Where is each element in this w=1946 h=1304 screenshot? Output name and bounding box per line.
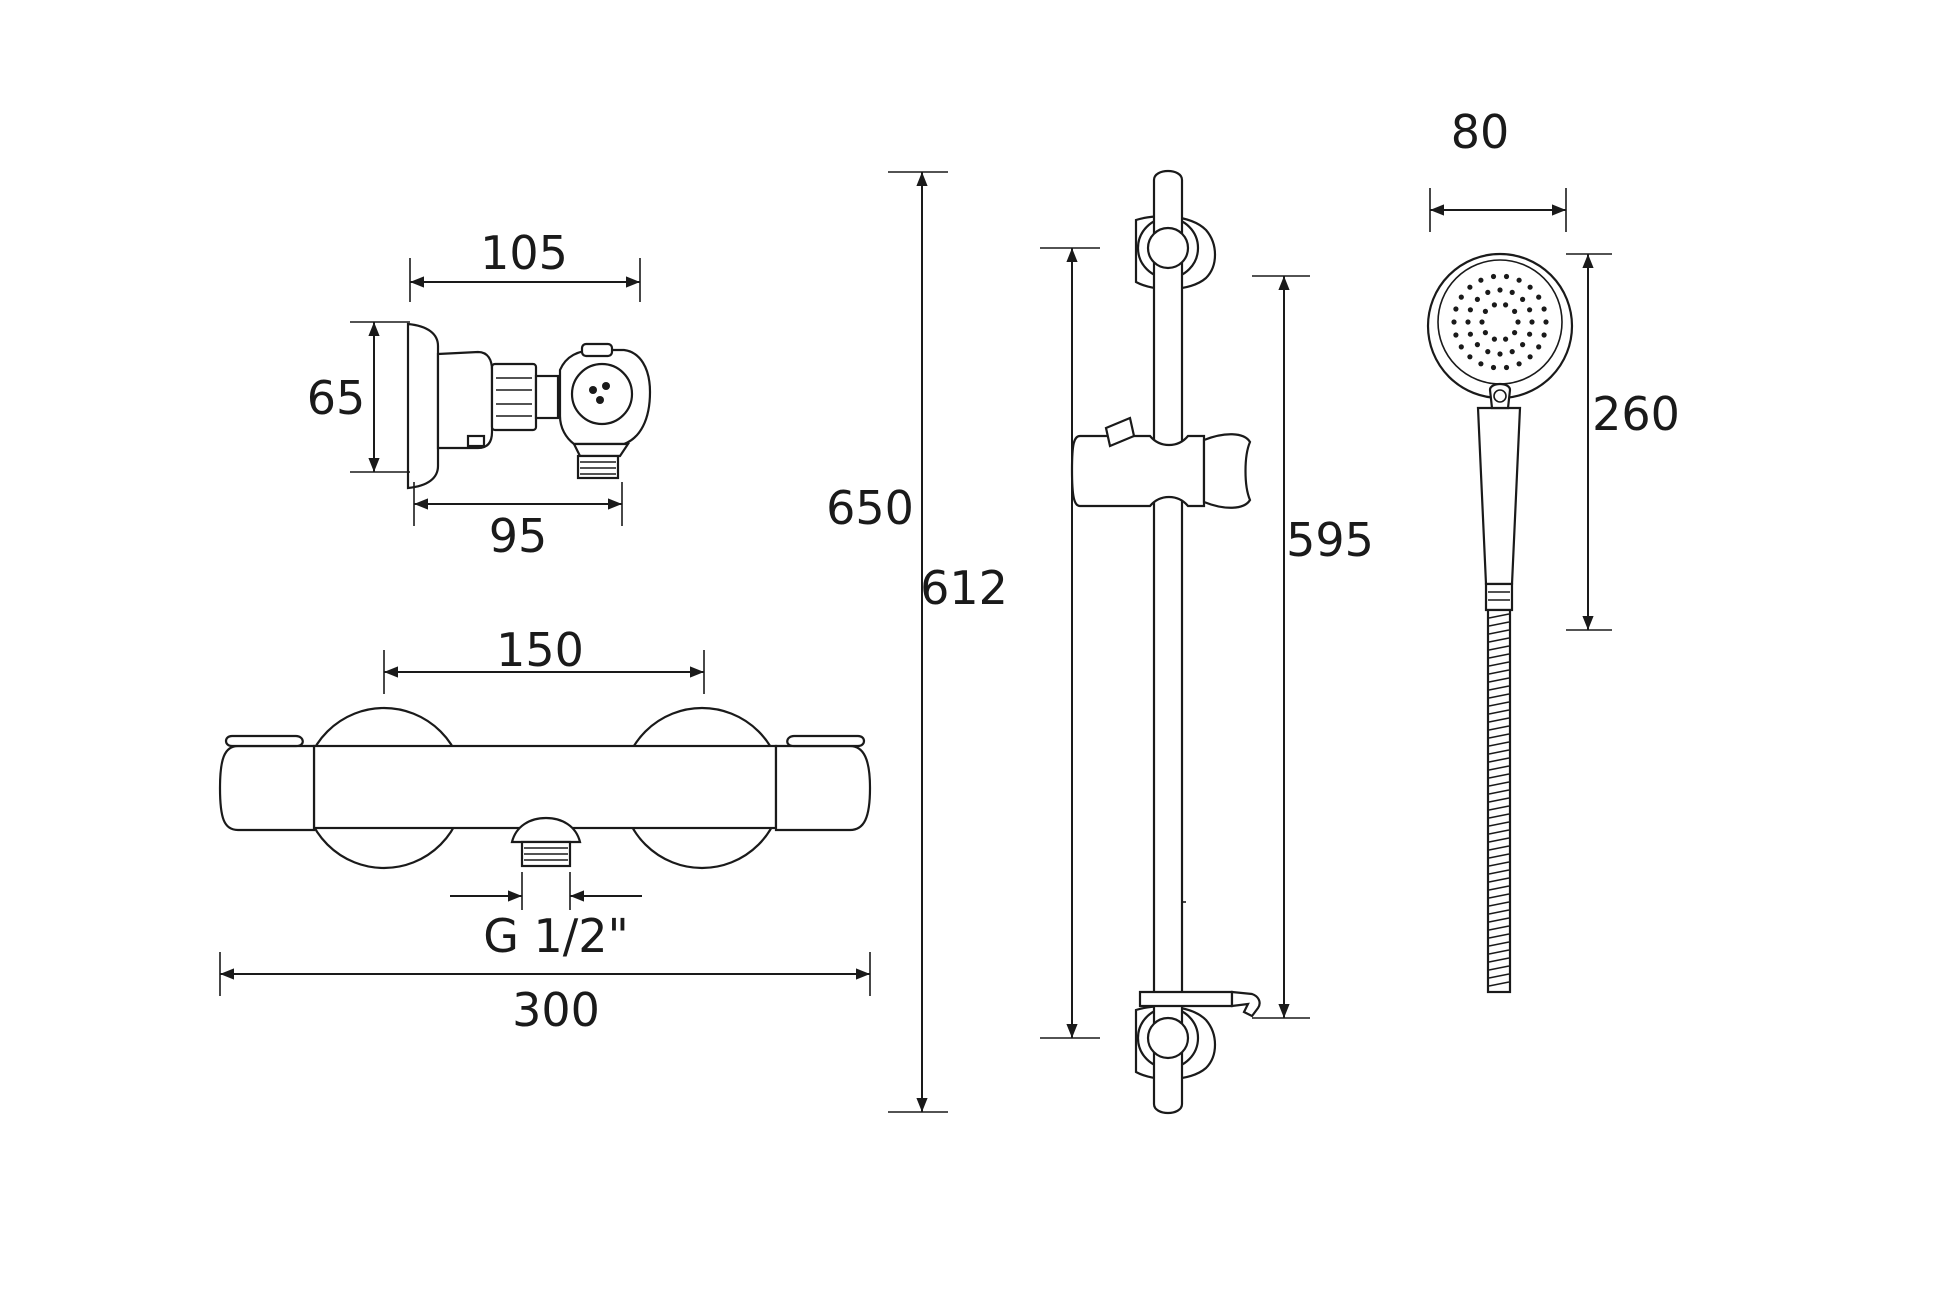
- hose-nut: [1484, 582, 1514, 612]
- head-button: [1488, 382, 1512, 410]
- hose-hatching: [1488, 613, 1510, 987]
- spray-nozzle: [1503, 364, 1510, 371]
- dim-105-label: 105: [480, 226, 568, 280]
- spray-nozzle: [1527, 354, 1533, 360]
- spray-nozzle: [1491, 336, 1497, 342]
- spray-nozzle: [1482, 308, 1488, 314]
- connector-nut: [490, 362, 538, 432]
- bottom-bracket-hole: [1146, 1016, 1190, 1060]
- spray-nozzle: [1503, 336, 1509, 342]
- lower-holder-hook: [1230, 990, 1261, 1018]
- spray-nozzle: [1503, 302, 1509, 308]
- spray-nozzle: [1479, 319, 1485, 325]
- body-collar: [436, 350, 494, 450]
- spray-nozzle: [1467, 354, 1473, 360]
- spray-nozzle: [1527, 307, 1533, 313]
- spray-nozzle: [1512, 330, 1518, 336]
- spray-nozzle: [1453, 332, 1459, 338]
- spray-nozzle: [1458, 294, 1464, 300]
- spray-nozzle: [1529, 319, 1535, 325]
- left-handle-cap: [224, 734, 304, 748]
- cartridge-face: [570, 362, 634, 426]
- connector-stem: [534, 374, 560, 420]
- rail-tube: [1152, 169, 1184, 1115]
- collar-screw: [466, 434, 486, 448]
- valve-front-view: 150 G 1/2" 300: [218, 623, 872, 1037]
- wall-plate: [406, 322, 440, 490]
- spray-nozzle: [1536, 344, 1542, 350]
- spray-nozzles: [1451, 273, 1549, 371]
- handset-head-outer: [1426, 252, 1574, 400]
- spray-nozzle: [1541, 332, 1547, 338]
- spray-nozzle: [1453, 306, 1459, 312]
- spray-nozzle: [1482, 330, 1488, 336]
- spray-nozzle: [1485, 349, 1491, 355]
- spray-nozzle: [1467, 284, 1473, 290]
- spray-nozzle: [1527, 284, 1533, 290]
- spray-nozzle: [1474, 342, 1480, 348]
- spray-nozzle: [1465, 319, 1471, 325]
- spray-nozzle: [1536, 294, 1542, 300]
- spray-nozzle: [1478, 361, 1484, 367]
- spray-nozzle: [1497, 287, 1503, 293]
- valve-side-view: 105 65 95: [307, 226, 652, 563]
- slider-body: [1070, 434, 1206, 508]
- spray-nozzle: [1509, 349, 1515, 355]
- dim-95-label: 95: [489, 509, 548, 563]
- outlet-dome: [510, 816, 582, 844]
- handset-handle: [1476, 406, 1522, 586]
- shower-handset: 80 260: [1426, 105, 1680, 994]
- spray-nozzle: [1467, 331, 1473, 337]
- spray-nozzle: [1485, 289, 1491, 295]
- spray-nozzle: [1467, 307, 1473, 313]
- dim-595-label: 595: [1286, 513, 1374, 567]
- spray-nozzle: [1503, 273, 1510, 280]
- spray-nozzle: [1520, 296, 1526, 302]
- spray-nozzle: [1474, 296, 1480, 302]
- right-handle-cap: [786, 734, 866, 748]
- spray-nozzle: [1451, 319, 1457, 325]
- spray-nozzle: [1543, 319, 1549, 325]
- dim-65-label: 65: [307, 371, 366, 425]
- spray-nozzle: [1478, 277, 1484, 283]
- spray-nozzle: [1516, 361, 1522, 367]
- spray-nozzle: [1520, 342, 1526, 348]
- slider-button: [1104, 416, 1136, 448]
- lower-holder: [1138, 990, 1234, 1008]
- right-handle: [774, 744, 872, 832]
- spray-nozzle: [1516, 277, 1522, 283]
- dim-300-label: 300: [512, 983, 600, 1037]
- dim-650-label: 650: [826, 481, 914, 535]
- dim-thread-label: G 1/2": [483, 909, 628, 963]
- spray-nozzle: [1458, 344, 1464, 350]
- spray-nozzle: [1497, 351, 1503, 357]
- dim-612-label: 612: [920, 561, 1008, 615]
- handset-holder: [1202, 433, 1252, 509]
- spray-nozzle: [1512, 308, 1518, 314]
- dim-260-label: 260: [1592, 387, 1680, 441]
- spray-nozzle: [1490, 273, 1497, 280]
- spray-nozzle: [1515, 319, 1521, 325]
- dim-80-label: 80: [1451, 105, 1510, 159]
- spray-nozzle: [1541, 306, 1547, 312]
- dim-150-label: 150: [496, 623, 584, 677]
- top-bracket-hole: [1146, 226, 1190, 270]
- outlet-shoulder: [572, 442, 631, 458]
- spray-nozzle: [1527, 331, 1533, 337]
- spray-nozzle: [1490, 364, 1497, 371]
- spray-nozzle: [1509, 289, 1515, 295]
- spray-nozzle: [1491, 302, 1497, 308]
- riser-rail: 650 612 595: [826, 169, 1374, 1115]
- bar-body: [312, 744, 778, 830]
- left-handle: [218, 744, 316, 832]
- outlet-cap: [580, 342, 614, 358]
